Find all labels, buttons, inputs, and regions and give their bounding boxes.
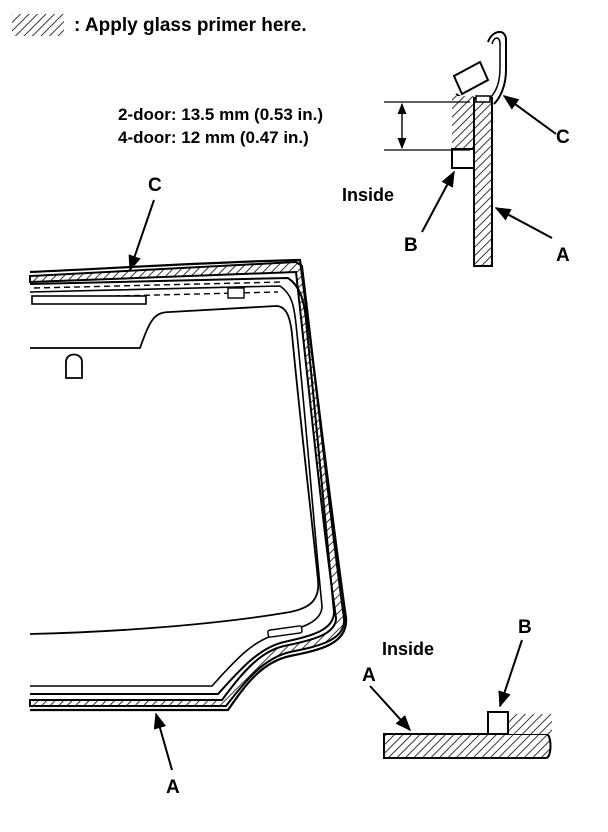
top-section-detail bbox=[384, 31, 557, 267]
ceramic-dash-1 bbox=[33, 281, 283, 289]
primer-legend-swatch bbox=[12, 14, 64, 36]
leader-b-top bbox=[421, 170, 455, 233]
bottom-slot bbox=[267, 625, 303, 638]
glass-visible-area bbox=[29, 305, 320, 635]
body-bottom-flange bbox=[508, 714, 552, 734]
callout-a-bottom: A bbox=[362, 665, 376, 686]
callout-c-top: C bbox=[556, 127, 570, 148]
inside-label-top: Inside bbox=[342, 185, 395, 205]
glass-outer-edge bbox=[29, 258, 348, 712]
bottom-section-detail bbox=[369, 639, 552, 759]
dimension-2door: 2-door: 13.5 mm (0.53 in.) bbox=[118, 105, 323, 124]
leader-c-windshield bbox=[128, 199, 155, 272]
body-flange bbox=[452, 96, 474, 148]
shade-band bbox=[31, 295, 147, 305]
callout-a-top: A bbox=[556, 245, 570, 266]
top-clip-mark bbox=[227, 287, 245, 299]
leader-c-top bbox=[502, 95, 557, 135]
inside-label-bottom: Inside bbox=[382, 639, 435, 659]
callout-c-windshield: C bbox=[148, 175, 162, 196]
dimension-4door: 4-door: 12 mm (0.47 in.) bbox=[118, 128, 309, 147]
glass-bottom-section bbox=[383, 733, 552, 759]
callout-b-bottom: B bbox=[518, 617, 532, 638]
callout-b-top: B bbox=[404, 235, 418, 256]
leader-a-top bbox=[494, 207, 553, 239]
callout-a-windshield: A bbox=[166, 777, 180, 798]
sensor-mark bbox=[65, 353, 83, 379]
windshield-view bbox=[29, 199, 348, 771]
molding-hook bbox=[489, 37, 501, 99]
dam-rubber bbox=[451, 148, 475, 169]
leader-a-bottom bbox=[369, 685, 412, 732]
glass-section bbox=[473, 97, 493, 267]
leader-b-bottom bbox=[498, 639, 523, 708]
molding-clip bbox=[487, 31, 507, 105]
leader-a-windshield bbox=[153, 712, 173, 771]
clip-tab bbox=[452, 60, 490, 96]
glass-inner-line-1 bbox=[29, 276, 336, 695]
legend-text: : Apply glass primer here. bbox=[74, 15, 307, 36]
glass-inner-line-2 bbox=[29, 285, 323, 687]
dam-bottom bbox=[487, 711, 509, 735]
